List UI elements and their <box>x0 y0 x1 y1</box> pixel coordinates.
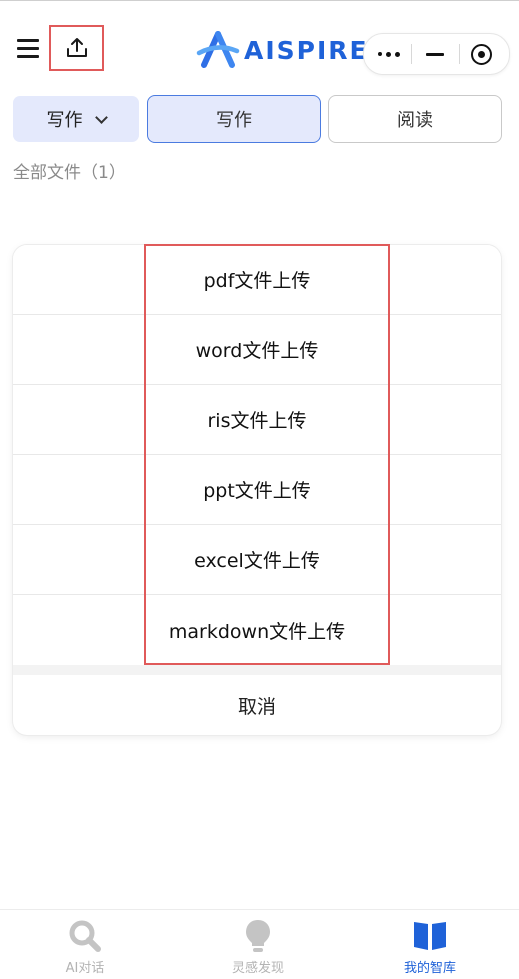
upload-word-option[interactable]: word文件上传 <box>13 315 501 385</box>
capsule-divider <box>459 44 460 64</box>
upload-button[interactable] <box>49 25 104 71</box>
upload-ppt-option[interactable]: ppt文件上传 <box>13 455 501 525</box>
nav-label-ai-chat: AI对话 <box>65 961 105 976</box>
bottom-nav: AI对话 灵感发现 我的智库 <box>0 909 519 979</box>
target-close-icon[interactable] <box>471 44 492 65</box>
tab-read[interactable]: 阅读 <box>328 95 502 143</box>
file-count-label: 全部文件（1） <box>13 163 126 183</box>
upload-pdf-option[interactable]: pdf文件上传 <box>13 245 501 315</box>
status-bar-divider <box>0 0 519 1</box>
capsule-divider <box>411 44 412 64</box>
tab-write[interactable]: 写作 <box>147 95 321 143</box>
upload-ris-option[interactable]: ris文件上传 <box>13 385 501 455</box>
mode-select-dropdown[interactable]: 写作 <box>13 96 139 142</box>
app-logo: AISPIRE <box>196 30 369 70</box>
upload-action-sheet: pdf文件上传 word文件上传 ris文件上传 ppt文件上传 excel文件… <box>13 245 501 735</box>
search-icon <box>69 920 101 952</box>
nav-item-inspiration[interactable]: 灵感发现 <box>198 910 318 979</box>
logo-mark-icon <box>196 31 240 68</box>
miniprogram-capsule <box>363 33 510 75</box>
upload-excel-option[interactable]: excel文件上传 <box>13 525 501 595</box>
nav-label-my-library: 我的智库 <box>403 961 456 976</box>
nav-item-my-library[interactable]: 我的智库 <box>370 910 490 979</box>
mode-select-value: 写作 <box>46 110 83 131</box>
upload-markdown-option[interactable]: markdown文件上传 <box>13 595 501 665</box>
nav-item-ai-chat[interactable]: AI对话 <box>25 910 145 979</box>
hamburger-icon[interactable] <box>17 39 39 59</box>
sheet-separator <box>13 665 501 675</box>
upload-icon <box>66 38 87 57</box>
lightbulb-icon <box>246 920 270 952</box>
logo-text: AISPIRE <box>244 35 369 65</box>
book-icon <box>414 922 446 950</box>
cancel-button[interactable]: 取消 <box>237 695 276 718</box>
nav-label-inspiration: 灵感发现 <box>231 961 284 976</box>
minimize-icon[interactable] <box>426 53 444 56</box>
chevron-down-icon <box>94 110 108 124</box>
